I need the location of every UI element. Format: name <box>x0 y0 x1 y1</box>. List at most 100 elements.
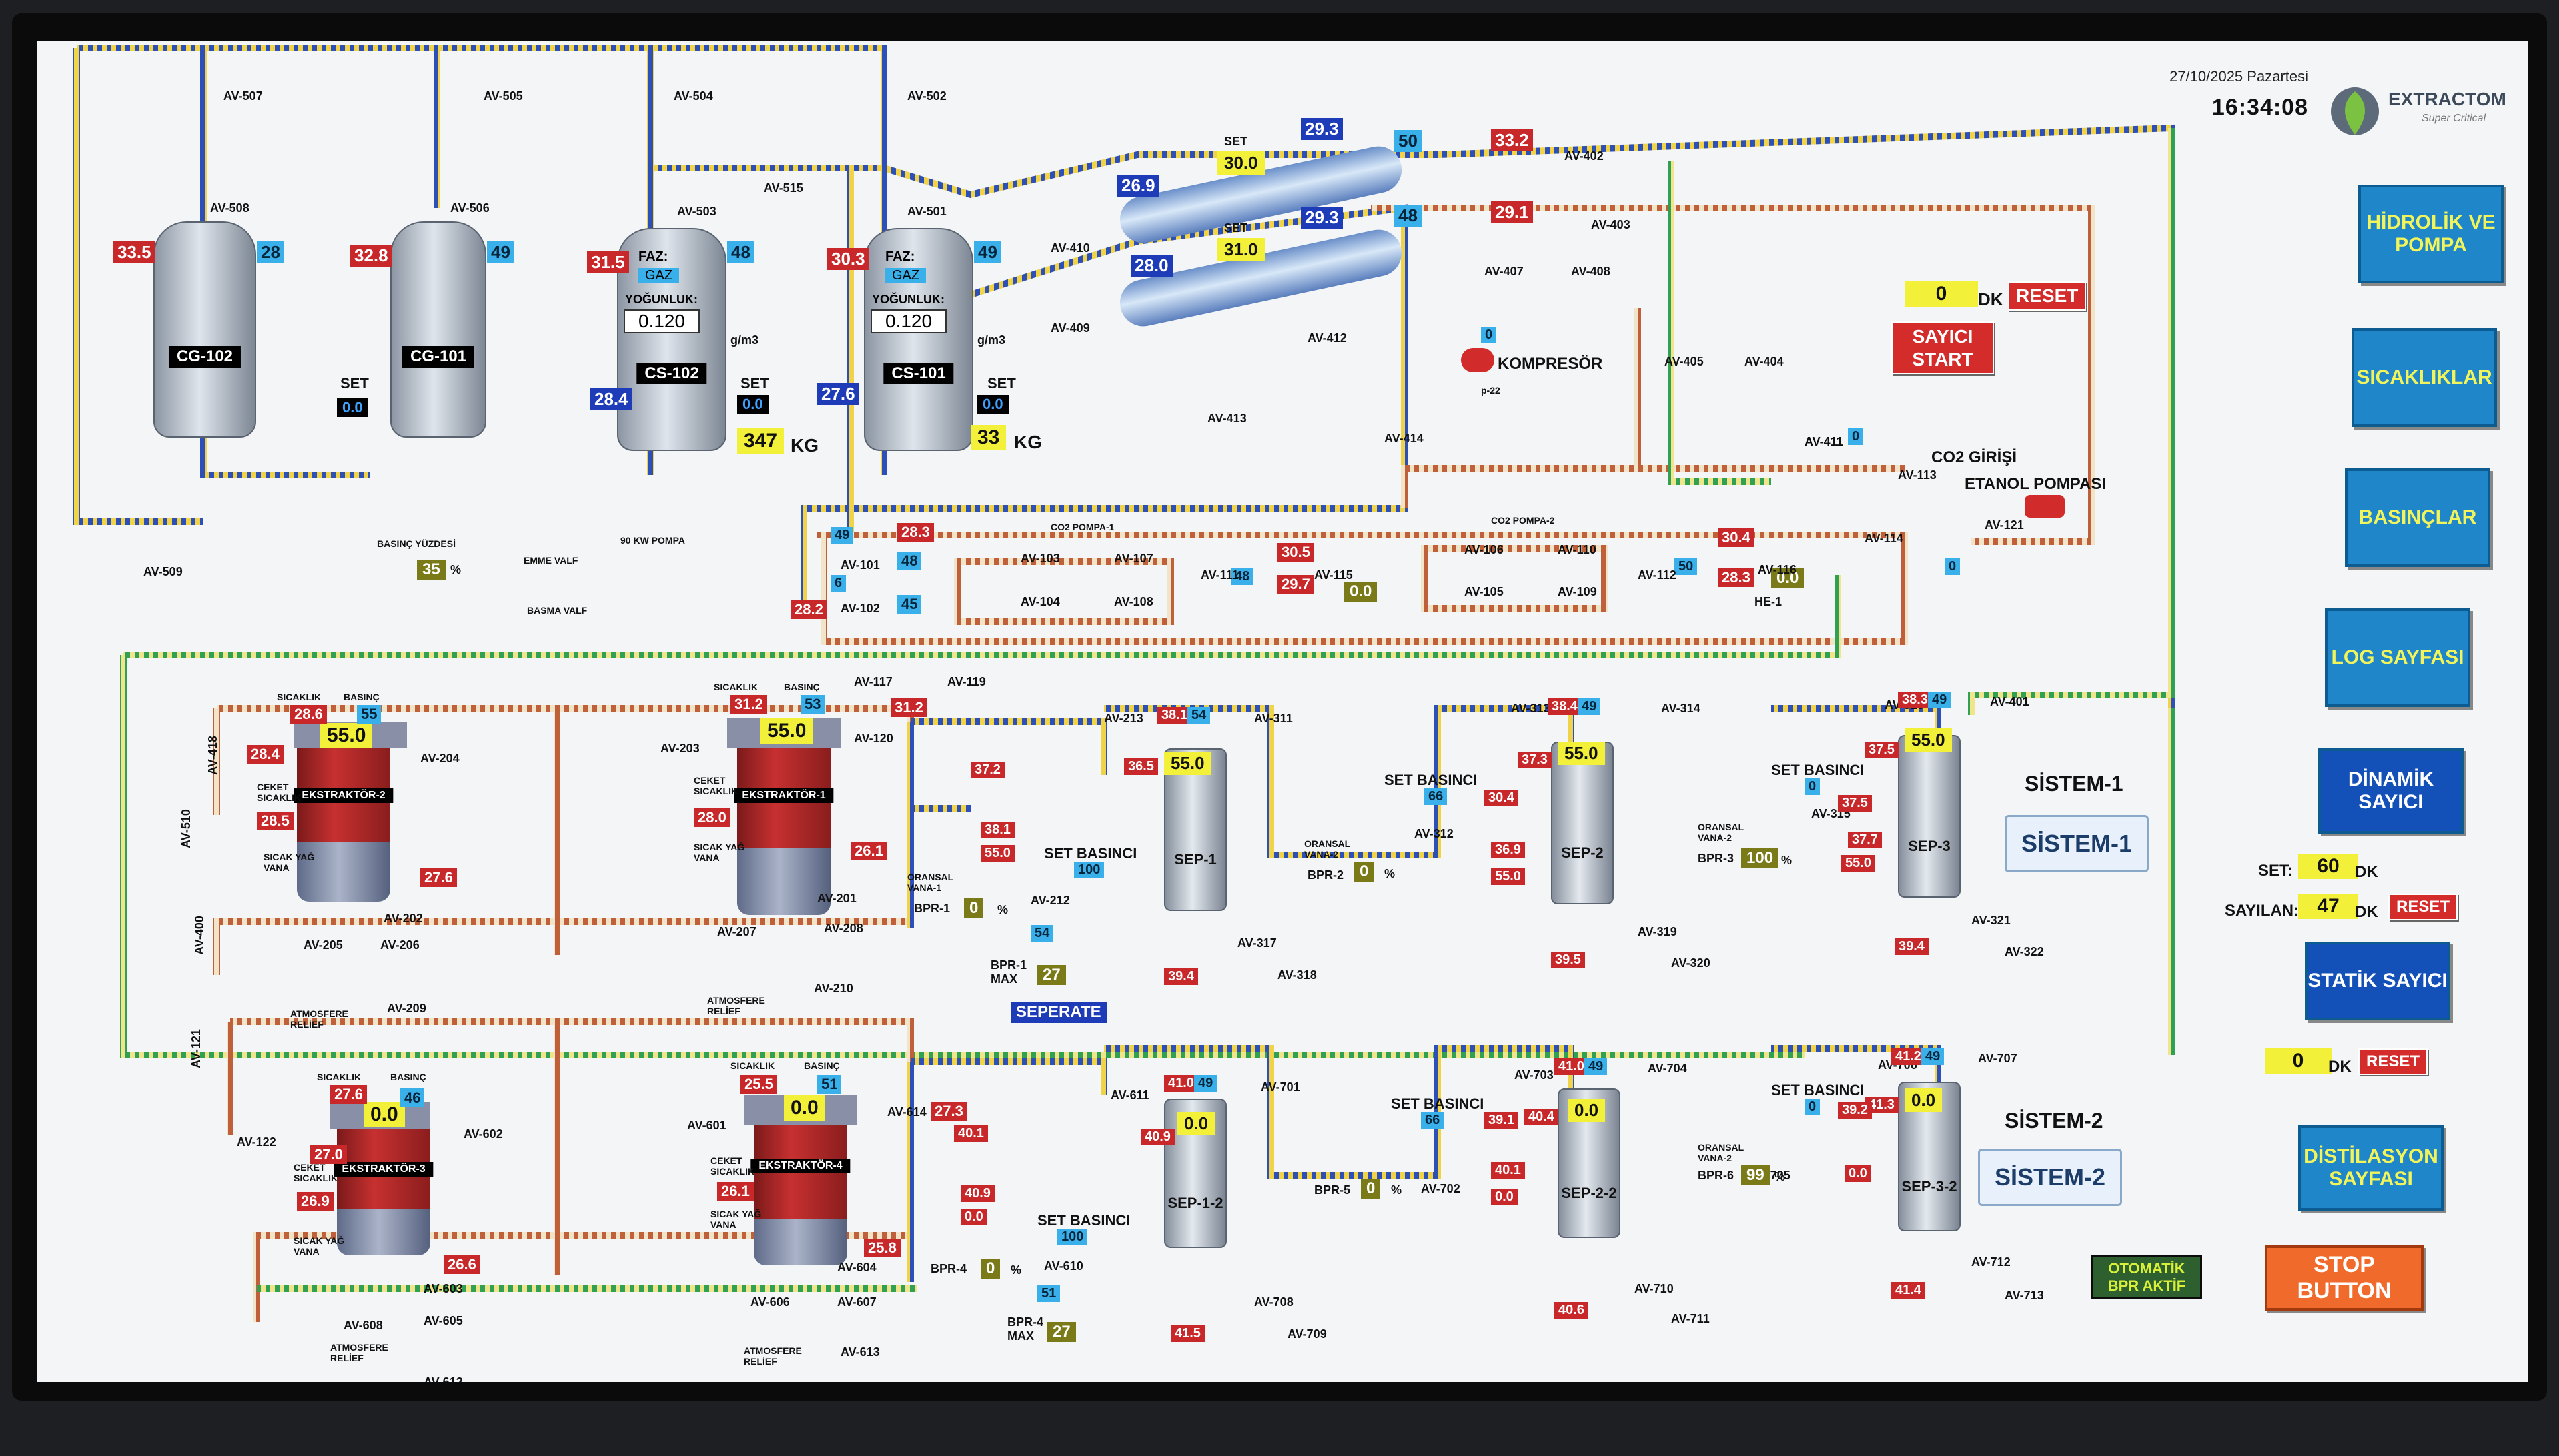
valve-av703[interactable]: AV-703 <box>1514 1068 1554 1082</box>
valve-av515[interactable]: AV-515 <box>764 181 803 195</box>
valve-av504[interactable]: AV-504 <box>674 89 713 103</box>
valve-av116[interactable]: AV-116 <box>1758 563 1797 576</box>
dinamik-sayici-button[interactable]: DİNAMİK SAYICI <box>2318 748 2464 834</box>
static-reset-button[interactable]: RESET <box>2358 1048 2428 1075</box>
valve-av612[interactable]: AV-612 <box>424 1375 463 1382</box>
valve-av204[interactable]: AV-204 <box>420 752 460 765</box>
seperate-button[interactable]: SEPERATE <box>1011 1002 1107 1023</box>
valve-av321[interactable]: AV-321 <box>1971 914 2011 927</box>
valve-av604[interactable]: AV-604 <box>837 1261 877 1274</box>
valve-av603[interactable]: AV-603 <box>424 1282 463 1295</box>
valve-av101[interactable]: AV-101 <box>841 558 880 572</box>
valve-av709[interactable]: AV-709 <box>1288 1327 1327 1341</box>
valve-av503[interactable]: AV-503 <box>677 205 716 218</box>
valve-av207[interactable]: AV-207 <box>717 925 756 938</box>
valve-av404[interactable]: AV-404 <box>1744 355 1784 368</box>
sicakliklar-button[interactable]: SICAKLIKLAR <box>2352 328 2497 427</box>
valve-av711[interactable]: AV-711 <box>1671 1312 1710 1325</box>
valve-av606[interactable]: AV-606 <box>750 1295 790 1309</box>
valve-av410[interactable]: AV-410 <box>1051 241 1090 255</box>
stop-button[interactable]: STOP BUTTON <box>2265 1245 2424 1311</box>
valve-av505[interactable]: AV-505 <box>484 89 523 103</box>
valve-av704[interactable]: AV-704 <box>1648 1062 1687 1075</box>
compressor-icon[interactable] <box>1461 348 1494 372</box>
hidrolik-pompa-button[interactable]: HİDROLİK VE POMPA <box>2358 185 2504 283</box>
valve-av605[interactable]: AV-605 <box>424 1314 463 1327</box>
valve-av205[interactable]: AV-205 <box>304 938 343 952</box>
valve-av318[interactable]: AV-318 <box>1277 968 1317 982</box>
valve-av713[interactable]: AV-713 <box>2005 1289 2044 1302</box>
valve-av614[interactable]: AV-614 <box>887 1105 927 1119</box>
sayilan-reset-button[interactable]: RESET <box>2388 894 2458 920</box>
valve-av102[interactable]: AV-102 <box>841 602 880 615</box>
valve-av712[interactable]: AV-712 <box>1971 1255 2011 1269</box>
valve-av109[interactable]: AV-109 <box>1558 585 1597 598</box>
counter-start-button[interactable]: SAYICI START <box>1891 321 1994 375</box>
valve-av414[interactable]: AV-414 <box>1384 432 1424 445</box>
valve-av405[interactable]: AV-405 <box>1664 355 1704 368</box>
valve-av701[interactable]: AV-701 <box>1261 1080 1300 1094</box>
valve-av400[interactable]: AV-400 <box>192 916 206 955</box>
valve-av418[interactable]: AV-418 <box>205 736 219 775</box>
valve-av413[interactable]: AV-413 <box>1207 412 1247 425</box>
valve-av608[interactable]: AV-608 <box>344 1319 383 1332</box>
valve-av311[interactable]: AV-311 <box>1254 712 1293 725</box>
valve-av509[interactable]: AV-509 <box>143 565 183 578</box>
valve-av213[interactable]: AV-213 <box>1104 712 1143 725</box>
valve-av314[interactable]: AV-314 <box>1661 702 1700 715</box>
basinclar-button[interactable]: BASINÇLAR <box>2345 468 2490 567</box>
valve-av317[interactable]: AV-317 <box>1237 936 1277 950</box>
valve-av611[interactable]: AV-611 <box>1111 1088 1149 1102</box>
valve-av506[interactable]: AV-506 <box>450 201 490 215</box>
valve-av120[interactable]: AV-120 <box>854 732 893 745</box>
valve-av613[interactable]: AV-613 <box>841 1345 880 1359</box>
valve-av115[interactable]: AV-115 <box>1314 568 1353 582</box>
statik-sayici-button[interactable]: STATİK SAYICI <box>2305 942 2450 1020</box>
log-sayfasi-button[interactable]: LOG SAYFASI <box>2325 608 2470 707</box>
valve-av206[interactable]: AV-206 <box>380 938 420 952</box>
valve-av401[interactable]: AV-401 <box>1990 695 2029 708</box>
valve-av508[interactable]: AV-508 <box>210 201 249 215</box>
valve-av202[interactable]: AV-202 <box>384 912 423 925</box>
valve-av601[interactable]: AV-601 <box>687 1119 726 1132</box>
valve-av710[interactable]: AV-710 <box>1634 1282 1674 1295</box>
valve-av501[interactable]: AV-501 <box>907 205 947 218</box>
valve-av104[interactable]: AV-104 <box>1021 595 1060 608</box>
distilasyon-sayfasi-button[interactable]: DİSTİLASYON SAYFASI <box>2298 1125 2444 1211</box>
valve-av607[interactable]: AV-607 <box>837 1295 877 1309</box>
valve-av320[interactable]: AV-320 <box>1671 956 1710 970</box>
valve-av210[interactable]: AV-210 <box>814 982 853 995</box>
valve-av322[interactable]: AV-322 <box>2005 945 2044 958</box>
valve-av407[interactable]: AV-407 <box>1484 265 1524 278</box>
valve-av313[interactable]: AV-313 <box>1511 702 1550 715</box>
valve-av111[interactable]: AV-111 <box>1201 568 1239 582</box>
valve-av319[interactable]: AV-319 <box>1638 925 1677 938</box>
valve-av203[interactable]: AV-203 <box>660 742 700 755</box>
valve-av602[interactable]: AV-602 <box>464 1127 503 1141</box>
valve-av403[interactable]: AV-403 <box>1591 218 1630 231</box>
valve-av212[interactable]: AV-212 <box>1031 894 1070 907</box>
valve-av108[interactable]: AV-108 <box>1114 595 1153 608</box>
valve-av121b[interactable]: AV-121 <box>189 1029 203 1068</box>
valve-av412[interactable]: AV-412 <box>1308 331 1347 345</box>
valve-av107[interactable]: AV-107 <box>1114 552 1153 565</box>
valve-av103[interactable]: AV-103 <box>1021 552 1060 565</box>
valve-av113[interactable]: AV-113 <box>1898 468 1937 482</box>
valve-av122[interactable]: AV-122 <box>237 1135 276 1149</box>
valve-av208[interactable]: AV-208 <box>824 922 863 935</box>
etanol-pump-icon[interactable] <box>2025 495 2065 518</box>
valve-av502[interactable]: AV-502 <box>907 89 947 103</box>
valve-av411[interactable]: AV-411 <box>1805 435 1843 448</box>
sistem1-button[interactable]: SİSTEM-1 <box>2005 815 2149 872</box>
valve-av121[interactable]: AV-121 <box>1985 518 2024 532</box>
valve-av112[interactable]: AV-112 <box>1638 568 1676 582</box>
valve-av409[interactable]: AV-409 <box>1051 321 1090 335</box>
valve-av110[interactable]: AV-110 <box>1558 543 1596 556</box>
valve-av119[interactable]: AV-119 <box>947 675 986 688</box>
valve-av408[interactable]: AV-408 <box>1571 265 1610 278</box>
valve-av702[interactable]: AV-702 <box>1421 1182 1460 1195</box>
valve-av209[interactable]: AV-209 <box>387 1002 426 1015</box>
valve-av507[interactable]: AV-507 <box>223 89 263 103</box>
valve-av707[interactable]: AV-707 <box>1978 1052 2017 1065</box>
valve-av114[interactable]: AV-114 <box>1865 532 1903 545</box>
